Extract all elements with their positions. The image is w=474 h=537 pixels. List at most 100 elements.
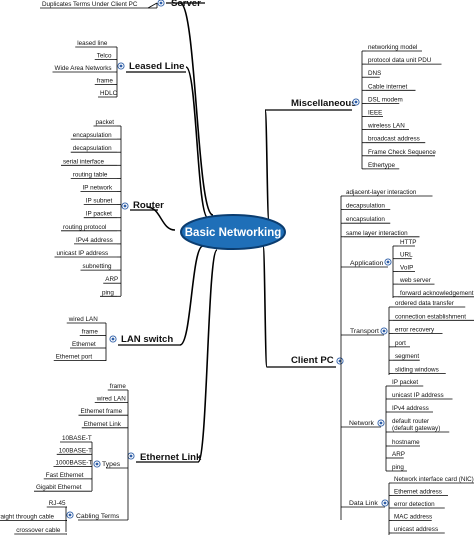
topic-leaf: crossover cable — [16, 527, 61, 534]
topic-leaf: Network interface card (NIC) — [394, 476, 474, 483]
topic-leaf: Fast Ethernet — [46, 472, 84, 479]
topic-leaf: Wide Area Networks — [55, 65, 112, 72]
topic-leaf: Telco — [97, 53, 112, 60]
topic-leaf: subnetting — [83, 263, 113, 270]
sub-branch-network: Network — [349, 420, 375, 427]
connector-line — [179, 2, 214, 216]
central-topic-label: Basic Networking — [185, 227, 282, 239]
topic-leaf: ping — [392, 464, 404, 471]
connector-line — [147, 2, 158, 9]
server-toggle-icon[interactable] — [157, 0, 165, 7]
topic-leaf: connection establishment — [395, 313, 466, 320]
topic-leaf: frame — [97, 78, 114, 85]
topic-leaf: encapsulation — [346, 216, 385, 223]
connector-line — [264, 109, 270, 221]
topic-leaf: unicast address — [394, 526, 438, 533]
client-pc-toggle-icon[interactable] — [336, 357, 344, 365]
topic-leaf: Ethernet port — [56, 354, 93, 361]
topic-leaf: serial interface — [63, 158, 104, 165]
connector-line — [262, 245, 268, 368]
topic-leaf: URL — [400, 252, 413, 259]
topic-leaf: HTTP — [400, 239, 416, 246]
topic-leaf: 10BASE-T — [62, 435, 92, 442]
branch-label-ethernet-link: Ethernet Link — [140, 452, 202, 463]
topic-leaf: IPv4 address — [392, 405, 429, 412]
topic-leaf: ordered data transfer — [395, 300, 454, 307]
topic-leaf: routing table — [73, 171, 108, 178]
topic-leaf: leased line — [77, 40, 108, 47]
topic-leaf: routing protocol — [63, 224, 106, 231]
connector-line — [146, 206, 176, 231]
topic-leaf: hostname — [392, 439, 420, 446]
central-topic[interactable]: Basic Networking — [180, 214, 286, 250]
cabling-terms-toggle-icon[interactable] — [66, 511, 74, 519]
topic-leaf: 100BASE-T — [59, 447, 92, 454]
branch-label-leased-line: Leased Line — [129, 61, 184, 72]
transport-toggle-icon[interactable] — [380, 327, 388, 335]
topic-leaf: protocol data unit PDU — [368, 57, 432, 64]
sub-branch-application: Application — [350, 260, 383, 267]
connector-line — [179, 245, 204, 346]
topic-leaf: wired LAN — [96, 396, 126, 403]
topic-leaf: segment — [395, 353, 419, 360]
topic-leaf: Gigabit Ethernet — [36, 484, 82, 491]
miscellaneous-toggle-icon[interactable] — [352, 98, 360, 106]
topic-leaf: ARP — [105, 276, 118, 283]
branch-label-lan-switch: LAN switch — [121, 334, 173, 345]
topic-leaf: unicast IP address — [57, 250, 109, 257]
topic-leaf: IP subnet — [86, 198, 113, 205]
topic-leaf: straight through cable — [0, 514, 55, 521]
topic-leaf: Frame Check Sequence — [368, 149, 436, 156]
network-toggle-icon[interactable] — [377, 419, 385, 427]
topic-leaf: DSL modem — [368, 96, 403, 103]
branch-label-miscellaneous: Miscellaneous — [291, 98, 357, 109]
topic-leaf: Ethernet address — [394, 489, 442, 496]
types-toggle-icon[interactable] — [93, 460, 101, 468]
topic-leaf: Ethernet Link — [84, 421, 122, 428]
topic-leaf: IEEE — [368, 110, 382, 117]
lan-switch-toggle-icon[interactable] — [109, 335, 117, 343]
topic-leaf: Ethernet — [72, 341, 96, 348]
topic-leaf: ARP — [392, 451, 405, 458]
application-toggle-icon[interactable] — [384, 258, 392, 266]
topic-leaf: IP network — [83, 185, 113, 192]
topic-leaf: same layer interaction — [346, 230, 408, 237]
topic-leaf: frame — [82, 329, 99, 336]
sub-branch-data-link: Data Link — [349, 500, 378, 507]
connector-line — [185, 66, 209, 219]
leased-line-toggle-icon[interactable] — [117, 62, 125, 70]
topic-leaf: frame — [110, 383, 127, 390]
topic-leaf: ping — [102, 289, 114, 296]
topic-leaf: networking model — [368, 44, 417, 51]
branch-label-router: Router — [133, 200, 164, 211]
topic-leaf: error detection — [394, 501, 435, 508]
topic-leaf: default router(default gateway) — [392, 418, 440, 432]
router-toggle-icon[interactable] — [121, 202, 129, 210]
branch-label-client-pc: Client PC — [291, 355, 334, 366]
sub-branch-cabling-terms: Cabling Terms — [76, 513, 120, 520]
topic-leaf: 1000BASE-T — [56, 460, 93, 467]
topic-leaf: Duplicates Terms Under Client PC — [42, 1, 138, 8]
sub-branch-types: Types — [102, 461, 121, 468]
topic-leaf: Cable internet — [368, 83, 407, 90]
topic-leaf: IPv4 address — [76, 237, 113, 244]
topic-leaf: sliding windows — [395, 367, 439, 374]
ethernet-link-toggle-icon[interactable] — [127, 452, 135, 460]
topic-leaf: HDLC — [100, 90, 118, 97]
topic-leaf: adjacent-layer interaction — [346, 189, 417, 196]
topic-leaf: forward acknowledgement — [400, 290, 474, 297]
topic-leaf: DNS — [368, 70, 381, 77]
branch-label-server: Server — [171, 0, 201, 9]
topic-leaf: wired LAN — [68, 316, 98, 323]
topic-leaf: decapsulation — [346, 203, 385, 210]
topic-leaf: RJ-45 — [49, 500, 66, 507]
connector-line — [197, 249, 218, 463]
topic-leaf: IP packet — [86, 211, 112, 218]
topic-leaf: error recovery — [395, 327, 435, 334]
topic-leaf: Ethertype — [368, 162, 395, 169]
data-link-toggle-icon[interactable] — [381, 499, 389, 507]
topic-leaf: decapsulation — [73, 145, 112, 152]
topic-leaf: IP packet — [392, 379, 418, 386]
topic-leaf: encapsulation — [73, 132, 112, 139]
